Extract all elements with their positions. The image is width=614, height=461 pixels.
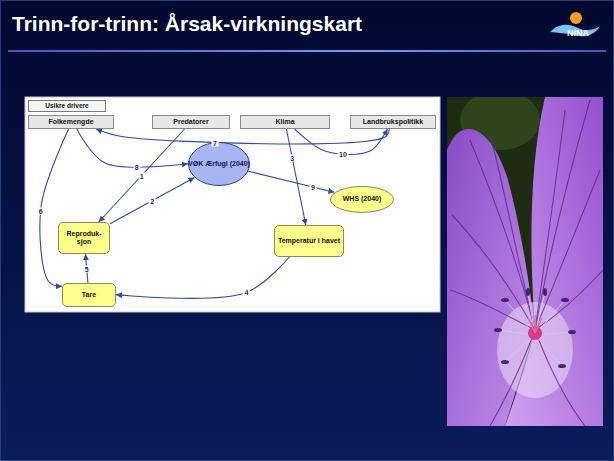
node-label: VØK Ærfugl (2040): [188, 160, 250, 168]
title-rule: [8, 50, 606, 52]
driver-box: Landbrukspolitikk: [350, 115, 436, 129]
edge-number: 8: [133, 164, 140, 171]
driver-box: Klima: [240, 115, 330, 129]
node-label: Reproduk- sjon: [59, 230, 109, 246]
node-text-block: Temperatur i havet: [278, 237, 340, 245]
node-label: Temperatur i havet: [278, 237, 340, 245]
node-label: Klima: [275, 118, 294, 126]
node-text-block: Usikre drivere: [45, 102, 88, 109]
node-label: Tare: [82, 291, 96, 299]
node-label: Folkemengde: [48, 118, 93, 126]
edge-number: 7: [211, 139, 218, 146]
node-label: Usikre drivere: [45, 102, 88, 109]
edge-number: 6: [37, 207, 44, 214]
node-text-block: Tare: [82, 291, 96, 299]
node-label: WHS (2040): [343, 195, 382, 203]
outcome-ellipse: WHS (2040): [330, 186, 394, 213]
factor-box: Temperatur i havet: [274, 225, 344, 257]
factor-box: Reproduk- sjon: [58, 222, 110, 254]
cause-arrow: [248, 171, 334, 192]
edge-number: 3: [289, 154, 296, 161]
node-text-block: WHS (2040): [343, 195, 382, 203]
node-label: Predatorer: [173, 118, 208, 126]
cause-arrow: [116, 257, 289, 298]
driver-header: Usikre drivere: [28, 100, 106, 112]
cause-arrow: [96, 129, 389, 144]
node-text-block: Folkemengde: [48, 118, 93, 126]
cause-arrow: [77, 129, 188, 167]
edge-number: 2: [149, 197, 156, 204]
ellipse-shape: [331, 186, 394, 212]
driver-box: Folkemengde: [28, 115, 114, 129]
driver-box: Predatorer: [152, 115, 230, 129]
node-text-block: Reproduk- sjon: [59, 230, 109, 246]
node-text-block: Klima: [275, 118, 294, 126]
edge-number: 10: [338, 151, 349, 158]
slide-title: Trinn-for-trinn: Årsak-virkningskart: [12, 11, 362, 36]
node-text-block: VØK Ærfugl (2040): [188, 160, 250, 168]
edge-number: 9: [309, 183, 316, 190]
edge-number: 5: [83, 265, 90, 272]
edge-number: 1: [138, 172, 145, 179]
cause-arrow: [99, 129, 185, 222]
factor-box: Tare: [62, 283, 116, 307]
cause-arrow: [110, 177, 194, 223]
ellipse-shape: [189, 143, 250, 186]
diagram-panel: [25, 97, 440, 312]
node-text-block: Predatorer: [173, 118, 208, 126]
edge-number: 4: [243, 289, 250, 296]
node-label: Landbrukspolitikk: [363, 118, 423, 126]
node-layer: Usikre drivereFolkemengde Predatorer Klima…: [25, 97, 440, 312]
target-ellipse: VØK Ærfugl (2040): [188, 142, 250, 186]
logo-text: NINA: [567, 29, 589, 38]
node-text-block: Landbrukspolitikk: [363, 118, 423, 126]
flower-photo: [447, 97, 603, 426]
cause-arrow: [40, 129, 69, 286]
